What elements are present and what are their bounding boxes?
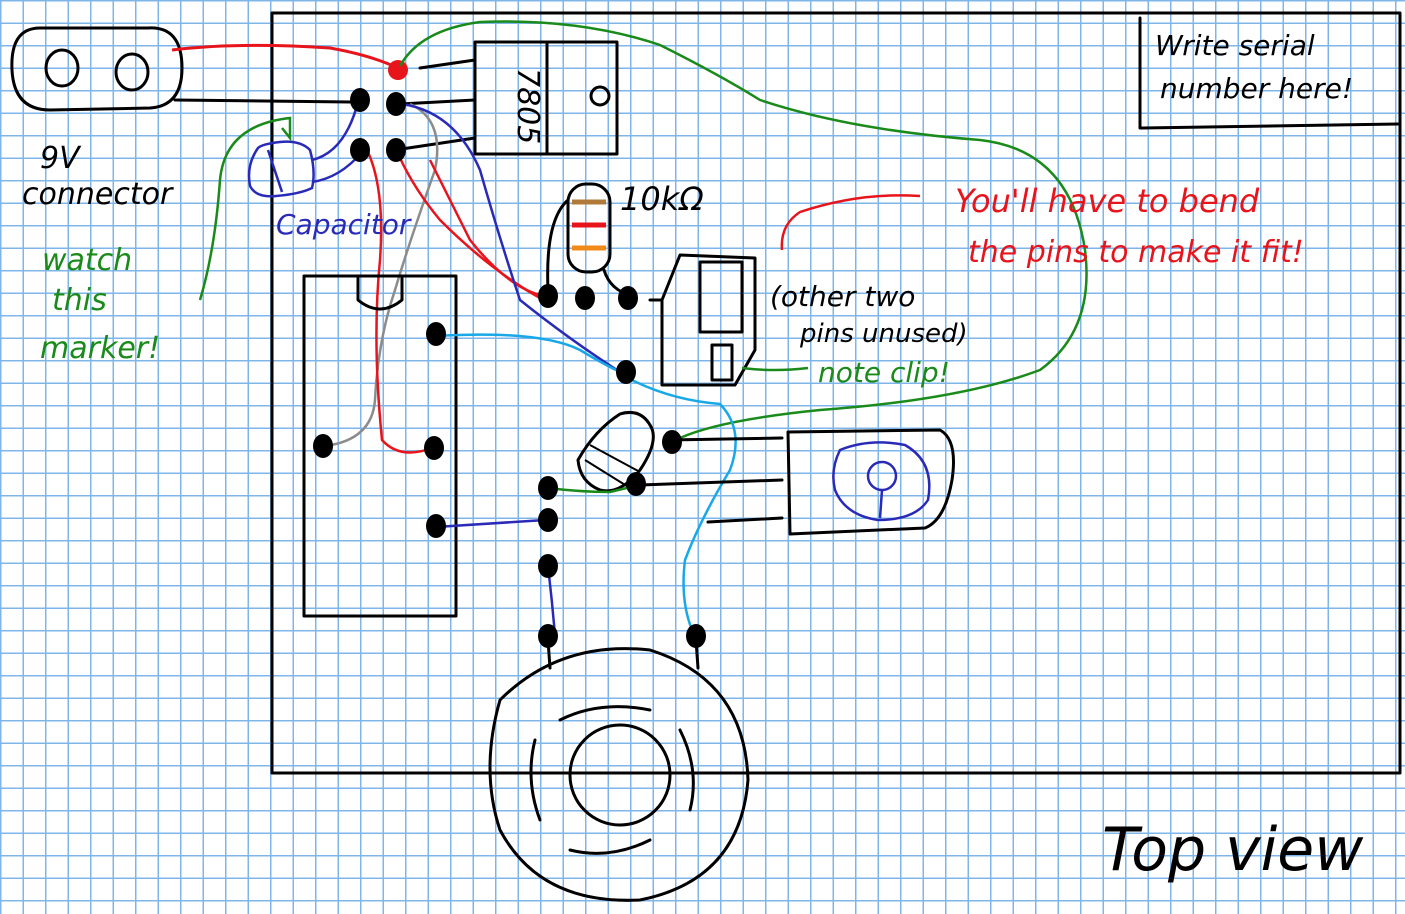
marker-arrow [198,116,292,301]
red-wire-power [171,43,399,70]
clip-note: note clip! [818,356,950,389]
resistor-label: 10kΩ [620,180,704,218]
regulator-label: 7805 [510,68,545,144]
switch [648,253,757,387]
clip-arrow [741,366,809,372]
green-wire [398,20,1088,440]
black-wire [173,98,352,104]
unused-pins-note-1: (other two [770,280,915,313]
fan [488,638,750,902]
bend-note-line-2: the pins to make it fit! [968,235,1304,270]
marker-note-line-1: watch [42,243,132,278]
connector-terminal-right [114,52,150,92]
voltage-regulator [393,40,619,156]
view-label: Top view [1102,815,1364,885]
light-blue-wire-switch [435,333,626,376]
serial-note-line-2: number here! [1160,72,1353,105]
light-blue-wire-fan [627,376,737,631]
marker-note-line-3: marker! [40,331,160,366]
connector-label: connector [22,177,174,212]
potentiometer [638,428,955,536]
unused-pins-note-2: pins unused) [799,319,968,349]
bend-note-line-1: You'll have to bend [955,182,1260,220]
gray-wire [324,102,439,448]
capacitor [247,101,363,198]
connector-label-9v: 9V [40,141,82,176]
board-outline [270,11,1402,775]
blue-wire-chip [435,518,546,529]
transistor [576,410,655,493]
9v-connector [10,26,184,112]
pins [313,88,706,648]
resistor-10k [546,182,634,298]
bend-arrow [780,194,921,251]
ic-chip [302,274,458,618]
red-marker-dot [388,60,408,80]
capacitor-label: Capacitor [276,208,412,241]
serial-note-line-1: Write serial [1155,29,1315,62]
serial-number-box [1138,16,1400,130]
connector-terminal-left [44,48,80,88]
marker-note-line-2: this [52,283,107,318]
blue-wire-transistor [401,102,621,374]
red-wire-chip [366,151,433,454]
